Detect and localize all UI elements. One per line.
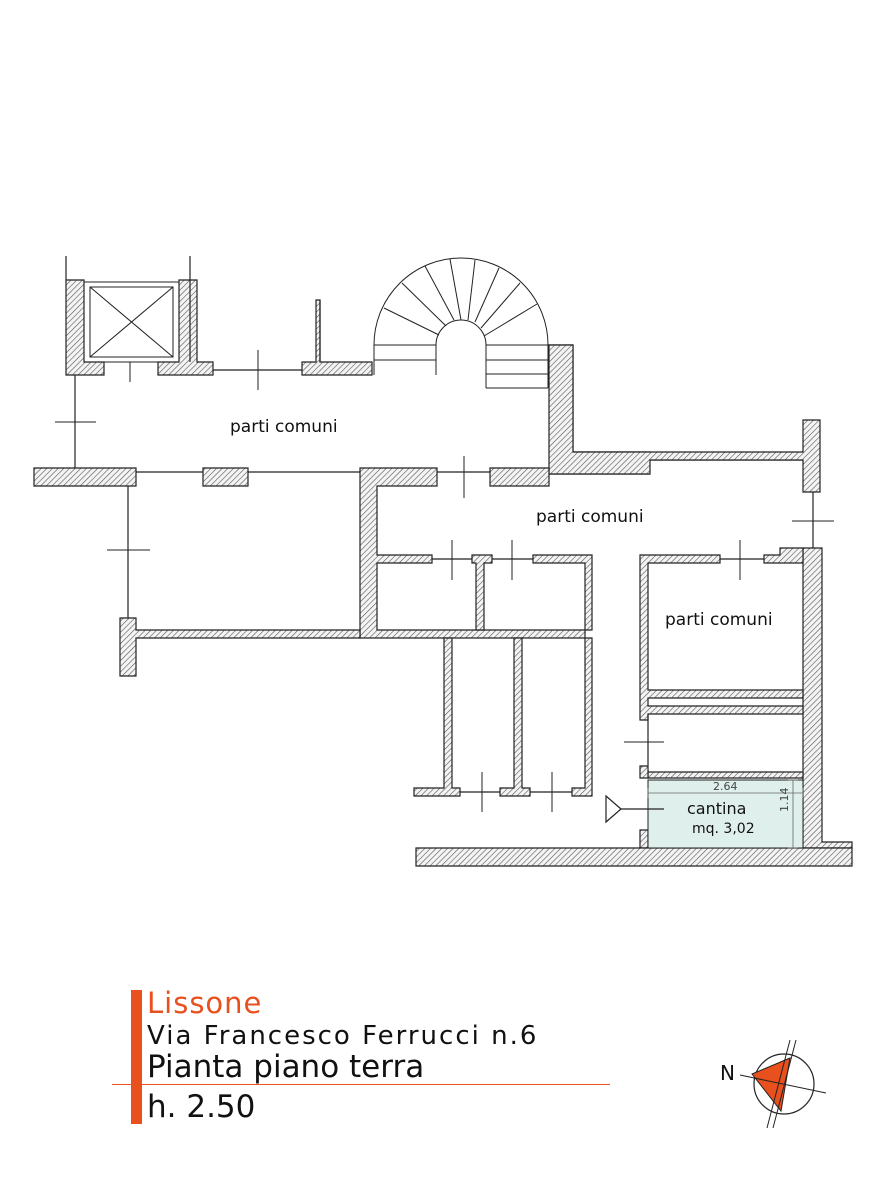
- cantina-area: mq. 3,02: [692, 821, 755, 837]
- room-label-common-2: parti comuni: [536, 507, 644, 527]
- elevator-icon: [83, 281, 180, 363]
- wall-right-room-top-2: [763, 547, 804, 564]
- wall-small-room-1: [471, 554, 493, 631]
- wall-right-column: [802, 547, 853, 849]
- title-plan-name: Pianta piano terra: [147, 1049, 425, 1085]
- wall-central-block: [359, 467, 586, 639]
- wall-cantina-top: [639, 769, 804, 779]
- entrance-arrow-icon: [605, 794, 664, 824]
- staircase-icon: [373, 257, 549, 389]
- wall-cellar-3: [571, 637, 593, 797]
- room-label-common-1: parti comuni: [230, 417, 338, 437]
- cantina-room: [647, 779, 804, 849]
- wall-top-left-stub: [301, 299, 373, 376]
- wall-low-left: [119, 617, 361, 677]
- title-address: Via Francesco Ferrucci n.6: [147, 1021, 539, 1051]
- wall-upper-right: [548, 344, 821, 493]
- wall-cantina-top-band: [639, 765, 649, 779]
- wall-bottom: [415, 847, 853, 867]
- wall-left-horizontal: [33, 467, 137, 487]
- compass-icon: [739, 1039, 827, 1129]
- thin-lines: [65, 256, 814, 793]
- title-city: Lissone: [147, 986, 263, 1020]
- elevator-wall-right: [157, 279, 214, 376]
- cantina-depth-dimension: 1.14: [778, 787, 791, 813]
- walls: [33, 279, 853, 867]
- title-height: h. 2.50: [147, 1089, 256, 1125]
- dimension-lines: [647, 779, 804, 849]
- pillar: [202, 467, 249, 487]
- cantina-label: cantina: [687, 799, 747, 818]
- compass-north-label: N: [720, 1061, 735, 1085]
- title-accent-bar: [131, 990, 142, 1124]
- wall-right-room-top: [639, 554, 804, 721]
- wall-mid-top: [489, 467, 550, 487]
- wall-cellar-1: [413, 637, 461, 797]
- title-divider: [112, 1084, 610, 1085]
- cantina-width-dimension: 2.64: [713, 780, 738, 793]
- room-label-common-3: parti comuni: [665, 610, 773, 630]
- wall-cantina-left: [639, 829, 649, 849]
- wall-small-room-2: [532, 554, 593, 631]
- wall-cellar-2: [499, 637, 531, 797]
- door-marks: [55, 350, 834, 812]
